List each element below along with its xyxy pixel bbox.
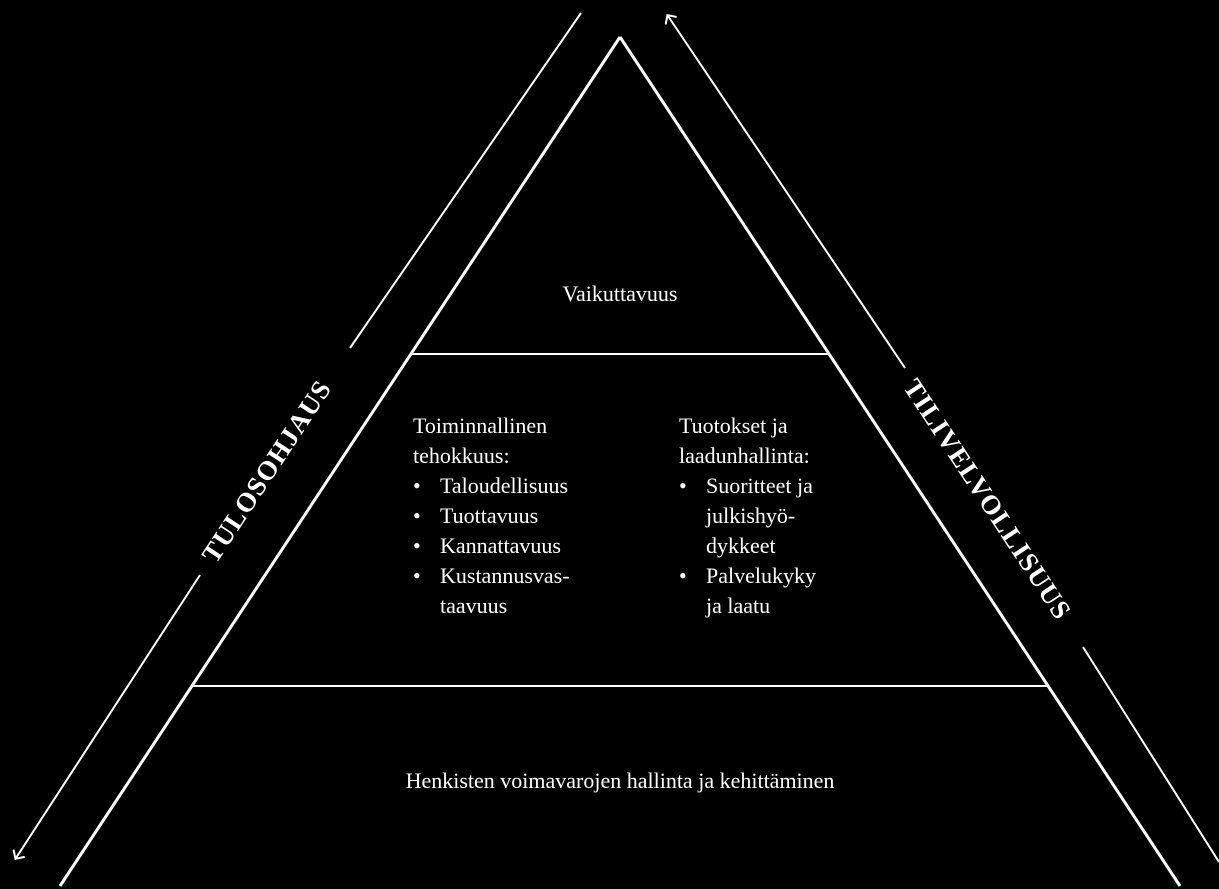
pyramid-left-edge: [58, 36, 622, 887]
pyramid-right-edge: [618, 36, 1182, 887]
middle-left-block: Toiminnallinen tehokkuus: Taloudellisuus…: [413, 411, 570, 621]
middle-left-list: Taloudellisuus Tuottavuus Kannattavuus K…: [413, 471, 570, 621]
middle-right-block: Tuotokset ja laadunhallinta: Suoritteet …: [679, 411, 816, 621]
middle-left-heading-line1: Toiminnallinen: [413, 413, 548, 438]
middle-right-heading-line1: Tuotokset ja: [679, 413, 788, 438]
list-item: Kustannusvas-taavuus: [413, 561, 570, 621]
left-arrow-lower-segment: [16, 574, 201, 858]
middle-right-heading-line2: laadunhallinta:: [679, 443, 810, 468]
list-item: Kannattavuus: [413, 531, 570, 561]
middle-left-heading-line2: tehokkuus:: [413, 443, 510, 468]
bottom-tier-label: Henkisten voimavarojen hallinta ja kehit…: [405, 768, 835, 793]
left-arrow-upper-segment: [349, 12, 582, 349]
top-tier-label: Vaikuttavuus: [562, 281, 678, 306]
right-arrow-lower-segment: [1082, 646, 1219, 863]
list-item: Tuottavuus: [413, 501, 570, 531]
right-arrow-upper-segment: [668, 16, 906, 369]
list-item: Taloudellisuus: [413, 471, 570, 501]
